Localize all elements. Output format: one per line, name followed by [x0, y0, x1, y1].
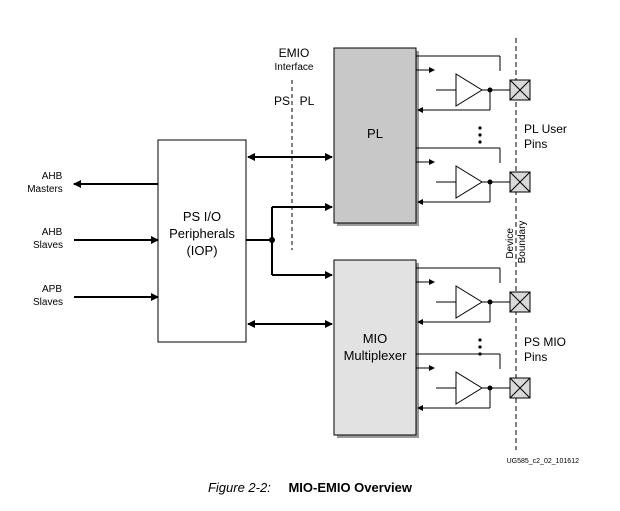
pl-pin-cell-1: [416, 55, 531, 113]
pl-pins-ellipsis: [478, 126, 482, 144]
mio-label-1: MIO: [363, 331, 388, 346]
mio-block: [333, 259, 417, 436]
ps-mio-pins-label-1: PS MIO: [524, 335, 566, 349]
buffer-icon: [455, 285, 483, 319]
emio-label: EMIO: [279, 46, 310, 60]
pl-block-label: PL: [367, 126, 383, 141]
buffer-icon: [455, 165, 483, 199]
ps-side-label: PS: [274, 94, 290, 108]
ahb-slaves-label-1: AHB: [42, 227, 63, 238]
mio-emio-diagram: EMIO Interface PS PL Device Boundary PS …: [27, 38, 580, 465]
pl-user-pins-label-1: PL User: [524, 122, 567, 136]
ahb-slaves-label-2: Slaves: [33, 240, 63, 251]
doc-id: UG585_c2_02_101612: [507, 458, 580, 465]
figure-number: Figure 2-2:: [207, 480, 271, 495]
device-boundary-label: Device Boundary: [505, 221, 528, 264]
ps-pins-ellipsis: [478, 338, 482, 356]
iop-label-1: PS I/O: [183, 209, 221, 224]
ps-pin-cell-2: [416, 353, 531, 411]
ahb-masters-label-2: Masters: [27, 184, 63, 195]
iop-label-3: (IOP): [186, 243, 217, 258]
mio-label-2: Multiplexer: [344, 348, 408, 363]
pl-block: [333, 47, 417, 224]
apb-slaves-label-2: Slaves: [33, 297, 63, 308]
buffer-icon: [455, 371, 483, 405]
device-boundary-line2: Boundary: [517, 221, 528, 264]
device-boundary-line1: Device: [505, 228, 516, 259]
buffer-icon: [455, 73, 483, 107]
pl-pin-cell-2: [416, 147, 531, 205]
emio-interface-label: Interface: [275, 62, 314, 73]
ahb-masters-label-1: AHB: [42, 171, 63, 182]
pl-user-pins-label-2: Pins: [524, 137, 547, 151]
ps-mio-pins-label-2: Pins: [524, 350, 547, 364]
iop-block: [157, 139, 247, 343]
apb-slaves-label-1: APB: [42, 284, 62, 295]
ps-pin-cell-1: [416, 267, 531, 325]
figure-caption: Figure 2-2: MIO-EMIO Overview: [0, 480, 620, 495]
iop-label-2: Peripherals: [169, 226, 235, 241]
figure-title: MIO-EMIO Overview: [288, 480, 413, 495]
pl-side-label: PL: [300, 94, 315, 108]
iop-branch-node: [269, 237, 275, 243]
